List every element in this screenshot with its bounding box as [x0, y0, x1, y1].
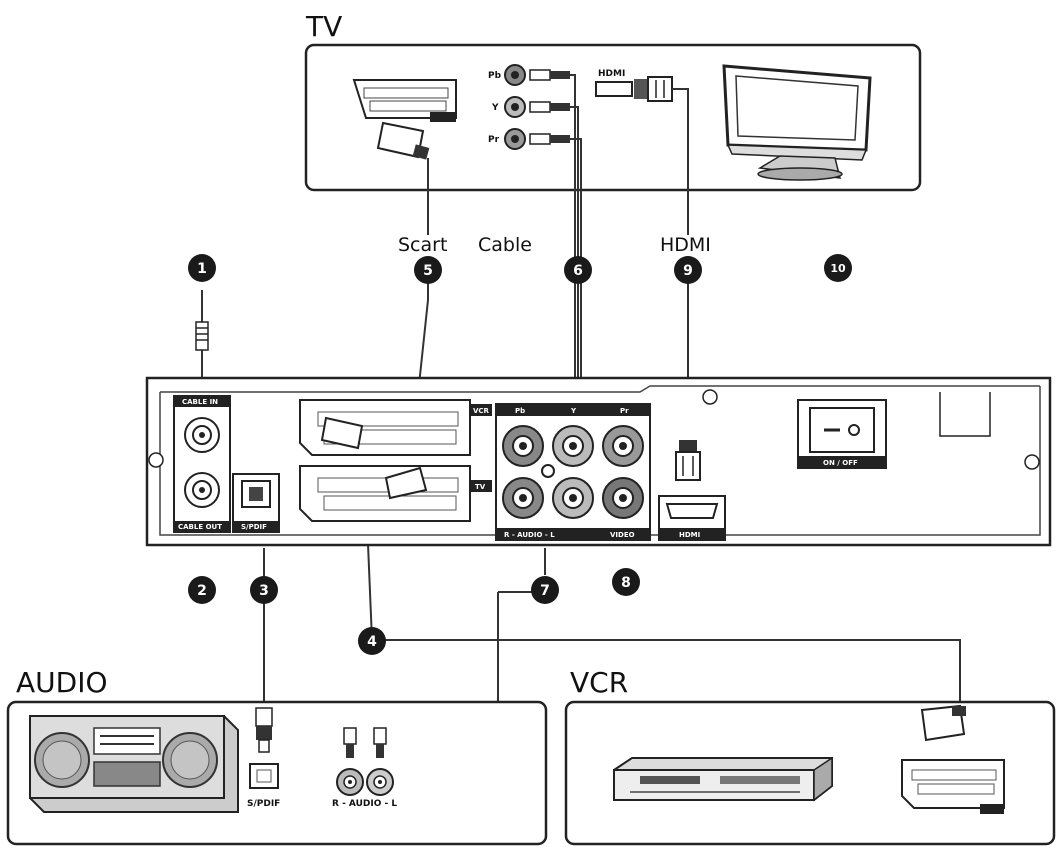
svg-text:2: 2: [197, 583, 207, 599]
tv-scart-socket: [352, 79, 457, 122]
label-on-off: ON / OFF: [823, 459, 858, 467]
audio-label-rl: R - AUDIO - L: [332, 799, 397, 809]
svg-text:3: 3: [259, 583, 269, 599]
marker-8: 8: [612, 568, 640, 596]
cable-label-scart: Scart: [398, 234, 447, 256]
label-audio-rl: R - AUDIO - L: [504, 531, 555, 539]
wire-component-pr: [570, 138, 582, 385]
label-comp-y: Y: [570, 407, 577, 415]
label-hdmi: HDMI: [679, 531, 700, 539]
label-scart-vcr: VCR: [473, 407, 490, 415]
label-comp-pr: Pr: [620, 407, 629, 415]
marker-4: 4: [358, 627, 386, 655]
label-spdif: S/PDIF: [241, 523, 267, 531]
scart-plug-icon: [376, 121, 430, 160]
svg-text:10: 10: [830, 262, 846, 275]
tv-component-ports: Pb Y Pr: [488, 64, 526, 150]
receiver-hdmi-port: HDMI: [658, 495, 726, 541]
cable-label-cable: Cable: [478, 234, 532, 256]
wire-hdmi-top: [672, 88, 689, 235]
label-video: VIDEO: [610, 531, 635, 539]
panel-slot: [939, 392, 991, 437]
marker-10: 10: [824, 254, 852, 282]
tv-monitor-icon: [722, 64, 872, 181]
scart-plug-icon: [320, 416, 428, 500]
audio-label-spdif: S/PDIF: [247, 799, 280, 809]
marker-3: 3: [250, 576, 278, 604]
screw-icon: [702, 389, 718, 405]
svg-text:6: 6: [573, 263, 583, 279]
tv-hdmi-port: [595, 81, 633, 97]
svg-text:4: 4: [367, 634, 377, 650]
tv-port-pb-label: Pb: [488, 71, 502, 81]
wire-component-y: [570, 106, 579, 385]
vcr-device-icon: [613, 756, 833, 802]
component-av-block: Pb Y Pr R - AUDIO - L VIDEO: [495, 403, 651, 541]
svg-text:7: 7: [540, 583, 550, 599]
section-title-audio: AUDIO: [16, 666, 108, 699]
marker-2: 2: [188, 576, 216, 604]
vcr-scart-socket: [901, 759, 1005, 814]
coax-plug-icon: [195, 321, 209, 351]
tv-port-pr-label: Pr: [488, 135, 500, 145]
power-switch-icon: ON / OFF: [797, 399, 887, 469]
scart-plug-icon: [920, 704, 966, 742]
tv-port-y-label: Y: [491, 103, 499, 113]
hdmi-plug-icon: [634, 76, 673, 102]
marker-9: 9: [674, 256, 702, 284]
rca-plug-icon: [529, 69, 570, 145]
marker-6: 6: [564, 256, 592, 284]
cable-in-out-block: CABLE IN CABLE OUT: [173, 395, 231, 533]
marker-7: 7: [531, 576, 559, 604]
label-cable-out: CABLE OUT: [178, 523, 222, 531]
label-cable-in: CABLE IN: [182, 398, 218, 406]
screw-icon: [148, 452, 164, 468]
label-comp-pb: Pb: [515, 407, 525, 415]
screw-icon: [1024, 454, 1040, 470]
stereo-system-icon: [29, 715, 239, 813]
section-title-vcr: VCR: [570, 666, 628, 699]
tv-port-hdmi-label: HDMI: [598, 69, 625, 79]
hdmi-plug-icon: [675, 440, 701, 481]
audio-rca-sockets: [336, 768, 394, 796]
svg-text:5: 5: [423, 263, 433, 279]
optical-plug-icon: [255, 707, 273, 753]
section-title-tv: TV: [305, 10, 342, 43]
marker-1: 1: [188, 254, 216, 282]
svg-text:1: 1: [197, 261, 207, 277]
spdif-port: S/PDIF: [232, 473, 280, 533]
rca-plug-icon: [343, 727, 387, 758]
svg-text:9: 9: [683, 263, 693, 279]
svg-text:8: 8: [621, 575, 631, 591]
audio-spdif-port: [249, 763, 279, 789]
label-scart-tv: TV: [475, 483, 486, 491]
marker-5: 5: [414, 256, 442, 284]
cable-label-hdmi: HDMI: [660, 234, 711, 256]
